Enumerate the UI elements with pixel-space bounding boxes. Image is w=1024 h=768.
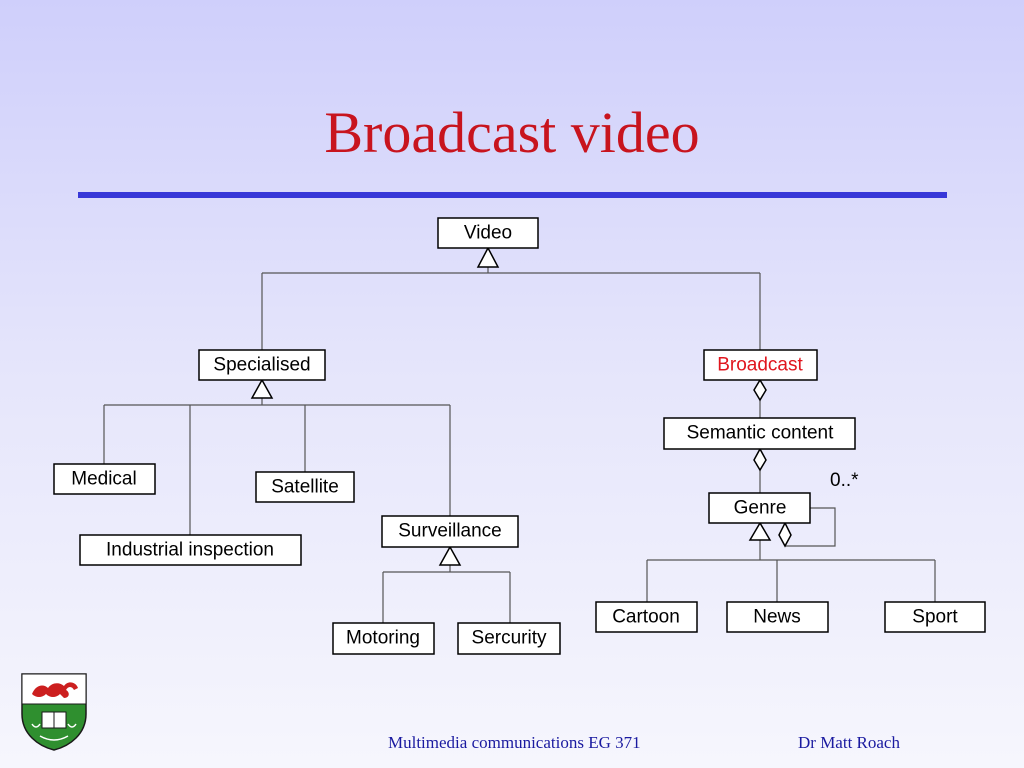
node-motoring: Motoring (332, 622, 435, 655)
footer-course: Multimedia communications EG 371 (388, 733, 641, 752)
connector-video-children (261, 267, 761, 350)
node-genre: Genre (708, 492, 811, 524)
generalization-triangle-video (476, 246, 500, 268)
slide-title: Broadcast video (324, 100, 700, 165)
svg-text:News: News (753, 607, 801, 628)
node-news: News (726, 601, 829, 633)
svg-text:Broadcast: Broadcast (717, 355, 803, 376)
node-satellite: Satellite (255, 471, 355, 503)
svg-text:Sport: Sport (912, 607, 958, 628)
aggregation-diamond-broadcast (753, 378, 767, 402)
multiplicity-label: 0..* (830, 470, 859, 491)
node-surveillance: Surveillance (381, 515, 519, 548)
node-semantic-content: Semantic content (663, 417, 856, 450)
generalization-triangle-surveillance (438, 545, 462, 566)
node-broadcast: Broadcast (703, 349, 818, 381)
connector-genre-children (646, 540, 936, 602)
node-sercurity: Sercurity (457, 622, 561, 655)
svg-text:Semantic content: Semantic content (687, 423, 835, 444)
generalization-triangle-specialised (250, 378, 274, 399)
aggregation-diamond-genre (778, 521, 792, 548)
node-video: Video (437, 217, 539, 249)
footer-author: Dr Matt Roach (798, 733, 900, 752)
university-crest-logo (21, 673, 87, 751)
node-medical: Medical (53, 463, 156, 495)
svg-text:Specialised: Specialised (213, 355, 310, 376)
svg-text:Industrial inspection: Industrial inspection (106, 540, 274, 561)
svg-text:Satellite: Satellite (271, 477, 339, 498)
connector-surveillance-children (382, 565, 511, 623)
node-specialised: Specialised (198, 349, 326, 381)
svg-text:Genre: Genre (734, 498, 787, 519)
generalization-triangle-genre (748, 521, 772, 541)
svg-text:Surveillance: Surveillance (398, 521, 502, 542)
svg-text:Cartoon: Cartoon (612, 607, 680, 628)
node-industrial-inspection: Industrial inspection (79, 534, 302, 566)
svg-text:Medical: Medical (71, 469, 136, 490)
svg-text:Video: Video (464, 223, 512, 244)
svg-text:Sercurity: Sercurity (472, 628, 547, 649)
node-sport: Sport (884, 601, 986, 633)
connector-genre-self-loop (785, 507, 836, 547)
aggregation-diamond-semantic (753, 447, 767, 472)
svg-text:Motoring: Motoring (346, 628, 420, 649)
connector-specialised-children (103, 398, 451, 535)
node-cartoon: Cartoon (595, 601, 698, 633)
title-underline (78, 192, 947, 198)
